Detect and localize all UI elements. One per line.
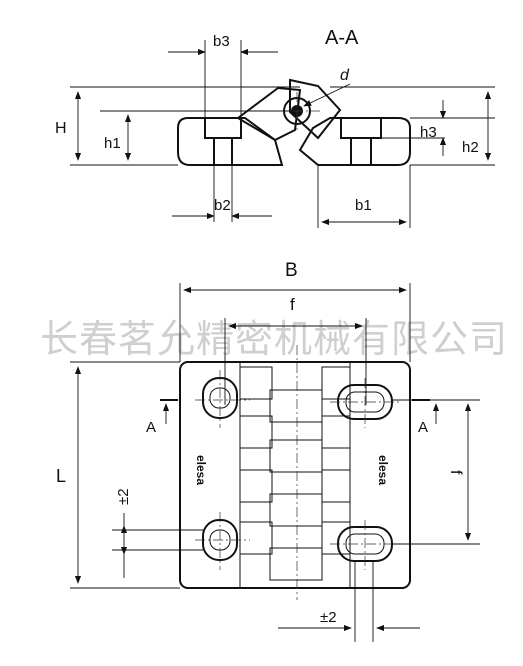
knuckle-segments <box>239 366 351 581</box>
label-A-right: A <box>418 419 428 436</box>
label-b1: b1 <box>355 197 372 214</box>
section-view: A-A b3 d H h1 <box>55 27 495 228</box>
plan-view: B f <box>56 260 480 642</box>
label-L: L <box>56 466 66 486</box>
logo-right: elesa <box>376 455 390 485</box>
right-knuckle-arm <box>289 78 342 140</box>
label-f-top: f <box>290 295 295 314</box>
label-tol-horizontal: ±2 <box>320 609 337 626</box>
left-leaf-section <box>177 117 284 166</box>
label-H: H <box>55 120 67 137</box>
left-hole <box>213 137 233 166</box>
watermark-text: 长春茗允精密机械有限公司 <box>40 317 508 361</box>
right-hole <box>350 137 372 166</box>
label-d: d <box>340 67 350 84</box>
label-b3: b3 <box>213 33 230 50</box>
label-h3: h3 <box>420 124 437 141</box>
label-B: B <box>285 260 298 281</box>
left-counterbore <box>204 117 242 139</box>
section-title: A-A <box>325 27 359 49</box>
logo-left: elesa <box>194 455 208 485</box>
hinge-outline <box>179 361 411 589</box>
right-counterbore <box>340 117 382 139</box>
label-b2: b2 <box>214 197 231 214</box>
label-A-left: A <box>146 419 156 436</box>
label-h1: h1 <box>104 135 121 152</box>
label-tol-vertical: ±2 <box>115 488 132 505</box>
right-leaf-section <box>298 117 411 166</box>
label-f-side: f <box>447 470 464 475</box>
label-h2: h2 <box>462 139 479 156</box>
